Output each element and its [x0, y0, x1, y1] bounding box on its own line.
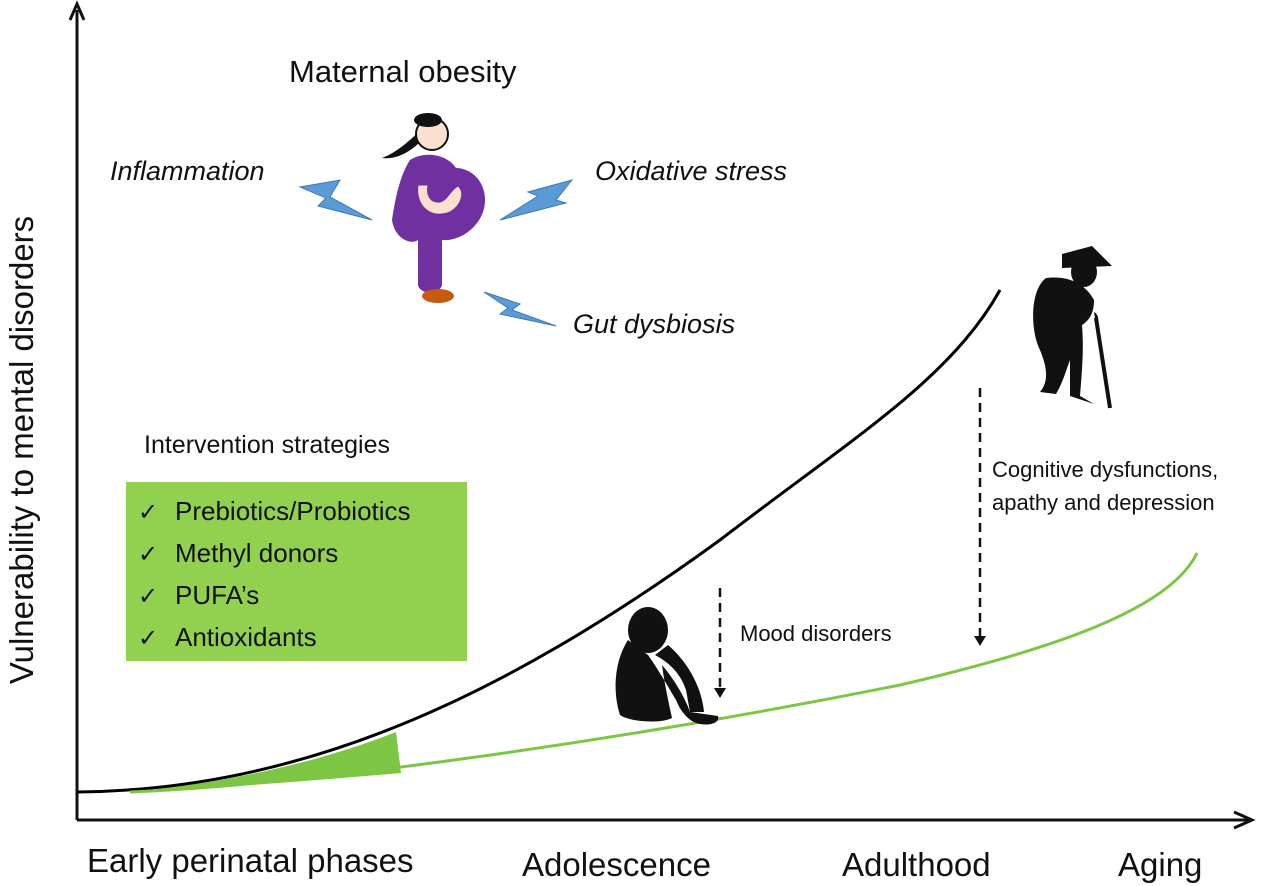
vulnerability-curve-green	[129, 552, 1199, 794]
axes	[68, 0, 1256, 830]
y-axis-arrowhead	[68, 0, 86, 21]
checkmark-icon: ✓	[138, 625, 158, 652]
checkmark-icon: ✓	[138, 541, 158, 568]
x-label-adulthood: Adulthood	[842, 846, 991, 883]
cognitive-label-line2: apathy and depression	[992, 490, 1215, 515]
y-axis-label: Vulnerability to mental disorders	[3, 216, 40, 684]
x-axis-arrowhead	[1233, 810, 1256, 830]
x-label-aging: Aging	[1118, 846, 1202, 883]
intervention-box	[126, 482, 467, 661]
intervention-item: Antioxidants	[175, 622, 317, 652]
checkmark-icon: ✓	[138, 499, 158, 526]
lightning-icon	[499, 179, 574, 221]
factor-gut-dysbiosis: Gut dysbiosis	[573, 309, 735, 339]
mood-disorders-label: Mood disorders	[740, 621, 892, 646]
factor-oxidative-stress: Oxidative stress	[595, 156, 787, 186]
intervention-item: Prebiotics/Probiotics	[175, 496, 411, 526]
checkmark-icon: ✓	[138, 583, 158, 610]
lightning-icon	[298, 179, 373, 221]
factor-inflammation: Inflammation	[110, 156, 265, 186]
intervention-item: Methyl donors	[175, 538, 338, 568]
intervention-item: PUFA’s	[175, 580, 259, 610]
cognitive-label-line1: Cognitive dysfunctions,	[992, 457, 1218, 482]
mood-arrowhead	[714, 688, 726, 698]
lightning-icon	[483, 291, 557, 327]
cognitive-arrowhead	[974, 636, 986, 646]
elderly-person-icon	[1033, 246, 1112, 409]
intervention-title: Intervention strategies	[144, 431, 390, 459]
maternal-obesity-title: Maternal obesity	[289, 54, 517, 89]
early-intervention-shaded-area	[130, 732, 401, 792]
vulnerability-curve-black	[76, 289, 1002, 794]
pregnant-woman-icon	[382, 113, 485, 303]
sitting-child-icon	[615, 607, 719, 725]
x-label-adolescence: Adolescence	[522, 846, 711, 883]
intervention-list: ✓ Prebiotics/Probiotics ✓ Methyl donors …	[138, 496, 411, 652]
x-label-early-perinatal: Early perinatal phases	[87, 842, 414, 879]
